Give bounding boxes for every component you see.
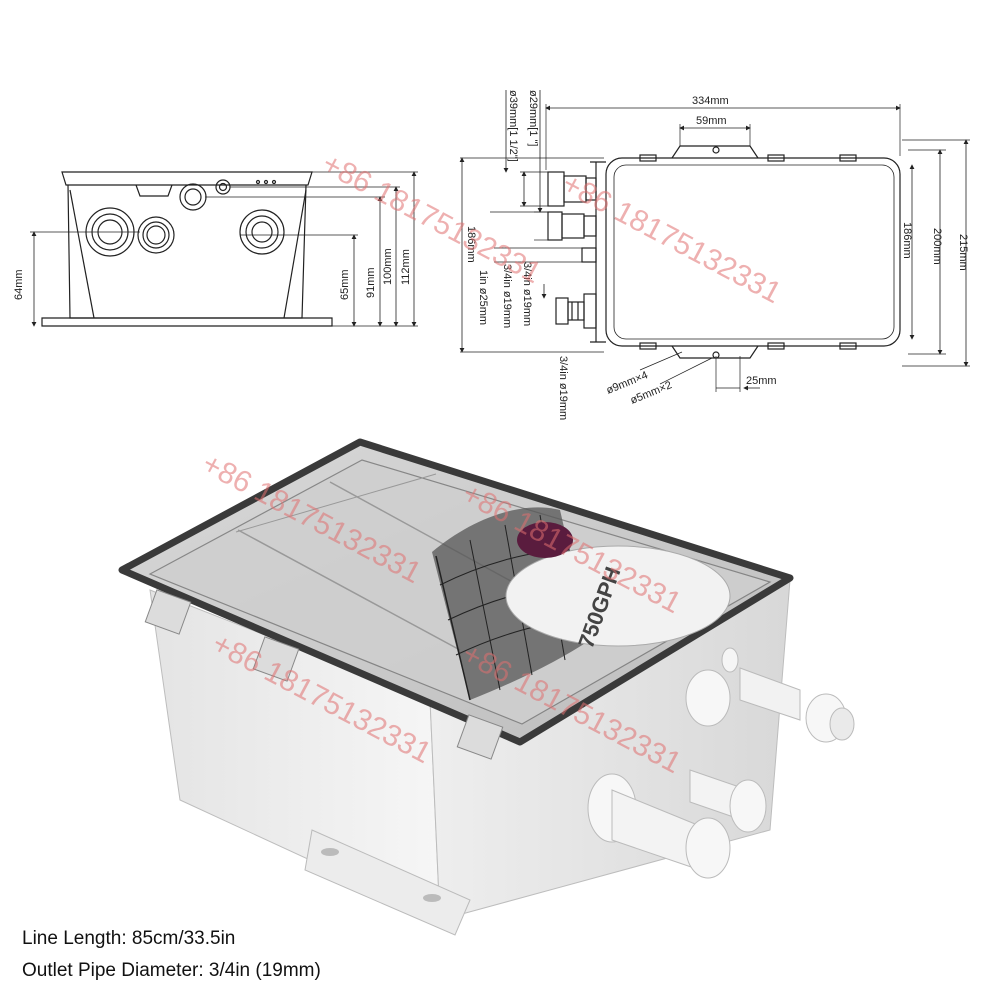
pump: 750GPH: [505, 522, 731, 651]
dim-pipe-34-c: 3/4in ø19mm: [557, 356, 569, 420]
watermark-1: +86 18175132331: [317, 147, 547, 290]
top-pipe-small: [581, 247, 597, 263]
front-port-tiny: [215, 179, 231, 195]
dim-pipe-1in: 1in ø25mm: [477, 270, 489, 325]
dim-200mm: 200mm: [931, 228, 943, 265]
dim-215mm: 215mm: [957, 234, 969, 271]
dim-65mm: 65mm: [339, 269, 351, 300]
dim-91mm: 91mm: [365, 267, 377, 298]
dim-pipe-39mm: ø39mm[1 1/2"]: [507, 90, 519, 162]
watermark-2: +86 18175132331: [557, 167, 787, 310]
top-pipe-29: [547, 211, 597, 241]
dim-59mm: 59mm: [696, 115, 727, 127]
dim-100mm: 100mm: [382, 248, 394, 285]
dim-pipe-29mm: ø29mm[1 "]: [527, 90, 539, 146]
dim-64mm: 64mm: [13, 269, 25, 300]
front-port-outlet: [239, 209, 285, 255]
caption-outlet-diameter: Outlet Pipe Diameter: 3/4in (19mm): [22, 960, 321, 981]
top-pipe-outlet: [555, 293, 597, 329]
photo-fitting-mid: [689, 769, 767, 833]
dim-334mm: 334mm: [692, 95, 729, 107]
dim-186mm-right: 186mm: [901, 222, 913, 259]
top-pipe-39: [547, 171, 597, 207]
front-view: [30, 171, 418, 327]
top-view: [459, 90, 970, 392]
dim-pipe-34-a: 3/4in ø19mm: [521, 262, 533, 326]
dim-pipe-34-b: 3/4in ø19mm: [501, 264, 513, 328]
dim-25mm: 25mm: [746, 375, 777, 387]
photo-fitting-top: [721, 647, 855, 743]
caption-line-length: Line Length: 85cm/33.5in: [22, 928, 236, 949]
product-photo: 750GPH: [118, 438, 855, 936]
dim-186mm-left: 186mm: [465, 226, 477, 263]
dim-112mm: 112mm: [400, 249, 412, 285]
front-port-medium: [137, 216, 175, 254]
front-port-small: [179, 183, 207, 211]
photo-fitting-bottom: [587, 773, 731, 879]
photo-fitting-left: [685, 669, 731, 727]
